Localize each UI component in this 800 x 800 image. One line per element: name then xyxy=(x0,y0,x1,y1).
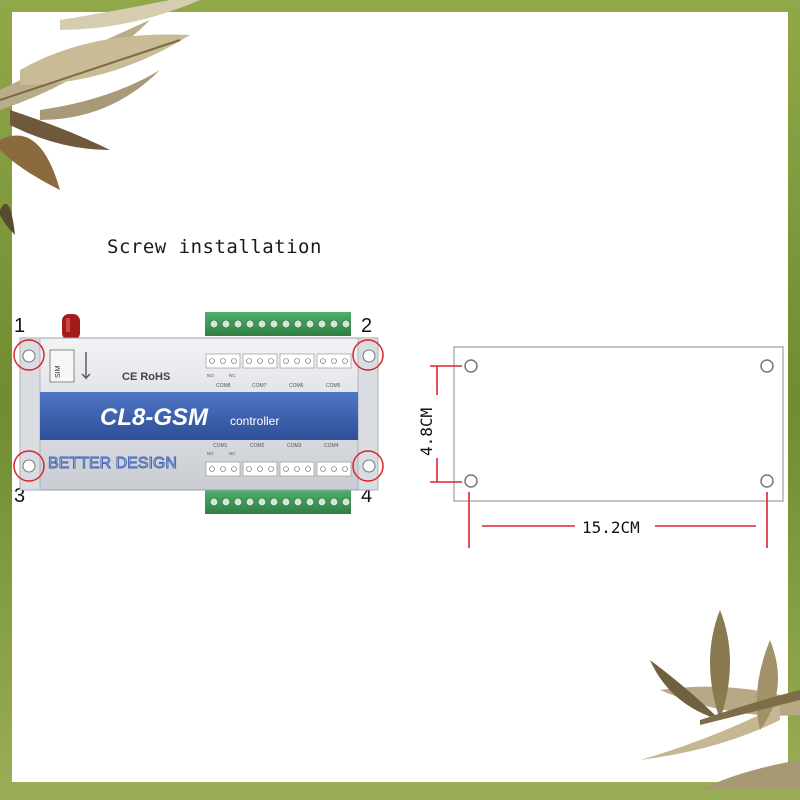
model-band xyxy=(40,392,358,440)
contact-nc-label-bottom: NC xyxy=(229,451,236,456)
model-subtitle: controller xyxy=(230,414,279,428)
relay-label-com6: COM6 xyxy=(289,383,304,389)
dimension-lines xyxy=(430,365,768,548)
model-label: CL8-GSM xyxy=(100,404,209,431)
cert-label: CE RoHS xyxy=(122,371,170,383)
contact-nc-label: NC xyxy=(229,373,236,378)
caption-title: Screw installation xyxy=(107,236,322,258)
relay-label-com5: COM5 xyxy=(326,383,341,389)
corner-number-2: 2 xyxy=(361,315,373,337)
terminal-block-top xyxy=(205,312,351,336)
contact-no-label-bottom: NO xyxy=(207,451,214,456)
relay-label-com1: COM1 xyxy=(213,443,228,449)
template-outline xyxy=(453,346,784,502)
corner-number-3: 3 xyxy=(14,485,26,507)
corner-number-4: 4 xyxy=(361,485,373,507)
sim-label: SIM xyxy=(55,365,62,378)
terminal-block-bottom xyxy=(205,490,351,514)
screw-highlight-circles xyxy=(13,339,384,482)
sim-slot xyxy=(49,349,91,383)
brand-label: BETTER DESIGN xyxy=(48,455,177,472)
width-dimension-label: 15.2CM xyxy=(582,518,640,537)
height-dimension-label: 4.8CM xyxy=(417,407,436,456)
corner-number-1: 1 xyxy=(14,315,26,337)
relay-socket-holes xyxy=(209,358,348,472)
relay-label-com2: COM2 xyxy=(250,443,265,449)
relay-label-com7: COM7 xyxy=(252,383,267,389)
relay-label-com8: COM8 xyxy=(216,383,231,389)
template-holes xyxy=(464,359,774,488)
contact-no-label: NO xyxy=(207,373,214,378)
mounting-holes-device xyxy=(22,349,376,473)
relay-label-com3: COM3 xyxy=(287,443,302,449)
relay-label-com4: COM4 xyxy=(324,443,339,449)
antenna-icon xyxy=(62,314,80,340)
